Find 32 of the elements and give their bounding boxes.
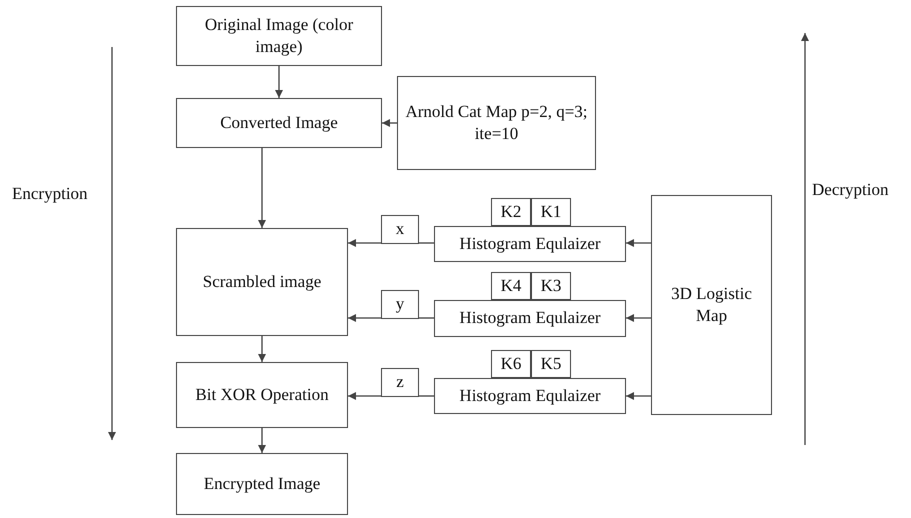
generator-box: 3D Logistic Map: [651, 195, 772, 415]
process-box: Converted Image: [176, 98, 382, 148]
equalizer-box: Histogram Equlaizer: [434, 226, 626, 262]
key-box: K4: [491, 272, 531, 300]
arrow: [626, 314, 651, 322]
key-box: K1: [531, 198, 571, 226]
variable-box: z: [381, 368, 419, 397]
arrow: [348, 314, 381, 322]
arrow: [382, 119, 397, 127]
equalizer-box: Histogram Equlaizer: [434, 300, 626, 337]
arrow: [626, 239, 651, 247]
direction-label: Encryption: [12, 184, 88, 204]
arrow: [258, 428, 266, 453]
key-box: K2: [491, 198, 531, 226]
arrow: [626, 392, 651, 400]
process-box: Scrambled image: [176, 228, 348, 336]
key-box: K3: [531, 272, 571, 300]
direction-label: Decryption: [812, 180, 888, 200]
key-box: K5: [531, 350, 571, 378]
parameter-box: Arnold Cat Map p=2, q=3; ite=10: [397, 76, 596, 170]
variable-box: x: [381, 215, 419, 244]
process-box: Bit XOR Operation: [176, 362, 348, 428]
output-box: Encrypted Image: [176, 453, 348, 515]
arrow: [275, 66, 283, 98]
variable-box: y: [381, 290, 419, 319]
equalizer-box: Histogram Equlaizer: [434, 378, 626, 414]
arrow: [348, 392, 381, 400]
arrow: [348, 239, 381, 247]
arrow: [258, 336, 266, 362]
title-box: Original Image (color image): [176, 6, 382, 66]
key-box: K6: [491, 350, 531, 378]
arrow: [258, 148, 266, 228]
